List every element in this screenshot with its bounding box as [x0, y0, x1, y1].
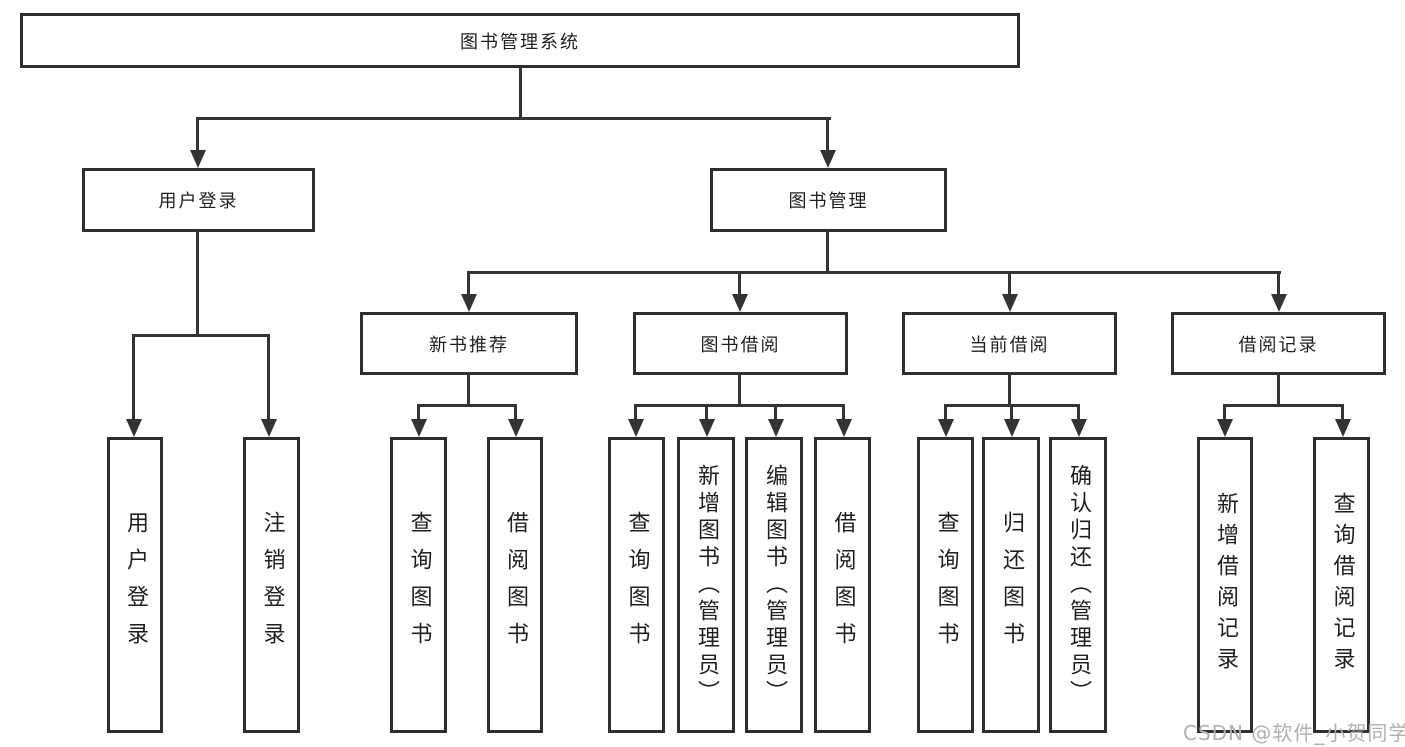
- connector-line: [774, 404, 777, 421]
- connector-line: [132, 334, 270, 337]
- arrow-down-icon: [1271, 294, 1287, 312]
- leaf-label: 查询图书: [406, 511, 432, 659]
- node-new-book-recommend: 新书推荐: [360, 312, 578, 375]
- connector-line: [1277, 271, 1280, 296]
- connector-line: [519, 66, 522, 120]
- connector-line: [944, 404, 947, 421]
- leaf-confirm-return-admin: 确认归还（管理员）: [1049, 437, 1107, 733]
- connector-line: [132, 334, 135, 421]
- connector-line: [467, 271, 1281, 274]
- leaf-label: 确认归还（管理员）: [1066, 463, 1091, 707]
- arrow-down-icon: [461, 294, 477, 312]
- connector-line: [1223, 404, 1226, 421]
- connector-line: [417, 404, 517, 407]
- node-book-management: 图书管理: [710, 168, 947, 232]
- connector-line: [196, 117, 831, 120]
- arrow-down-icon: [820, 150, 836, 168]
- connector-line: [738, 372, 741, 407]
- arrow-down-icon: [1335, 419, 1351, 437]
- node-root-system: 图书管理系统: [20, 13, 1020, 68]
- arrow-down-icon: [411, 419, 427, 437]
- leaf-return-book: 归还图书: [982, 437, 1040, 733]
- csdn-watermark: CSDN @软件_小贺同学: [1183, 721, 1405, 745]
- connector-line: [467, 271, 470, 296]
- arrow-down-icon: [1217, 419, 1233, 437]
- connector-line: [738, 271, 741, 296]
- connector-line: [514, 404, 517, 421]
- arrow-down-icon: [938, 419, 954, 437]
- leaf-label: 归还图书: [999, 511, 1024, 659]
- leaf-label: 查询借阅记录: [1329, 492, 1355, 678]
- arrow-down-icon: [1002, 294, 1018, 312]
- leaf-label: 注销登录: [259, 511, 285, 659]
- leaf-label: 借阅图书: [830, 511, 856, 659]
- connector-line: [467, 372, 470, 407]
- arrow-down-icon: [836, 419, 852, 437]
- connector-line: [1277, 372, 1280, 407]
- connector-line: [267, 334, 270, 421]
- leaf-label: 借阅图书: [503, 511, 528, 659]
- node-current-borrow: 当前借阅: [902, 312, 1117, 375]
- leaf-logout: 注销登录: [243, 437, 300, 733]
- arrow-down-icon: [1004, 419, 1020, 437]
- connector-line: [705, 404, 708, 421]
- leaf-label: 用户登录: [123, 511, 148, 659]
- connector-line: [196, 229, 199, 337]
- connector-line: [417, 404, 420, 421]
- leaf-query-book: 查询图书: [917, 437, 974, 733]
- leaf-borrow-book: 借阅图书: [814, 437, 871, 733]
- arrow-down-icon: [261, 419, 277, 437]
- node-borrow-records: 借阅记录: [1171, 312, 1386, 375]
- arrow-down-icon: [699, 419, 715, 437]
- connector-line: [1008, 372, 1011, 407]
- arrow-down-icon: [508, 419, 524, 437]
- connector-line: [1341, 404, 1344, 421]
- leaf-label: 新增图书（管理员）: [694, 463, 719, 707]
- connector-line: [826, 229, 829, 274]
- leaf-edit-book-admin: 编辑图书（管理员）: [745, 437, 803, 733]
- connector-line: [634, 404, 845, 407]
- leaf-label: 新增借阅记录: [1213, 492, 1238, 678]
- connector-line: [1010, 404, 1013, 421]
- arrow-down-icon: [126, 419, 142, 437]
- node-user-login: 用户登录: [82, 168, 315, 232]
- leaf-query-book: 查询图书: [390, 437, 447, 733]
- connector-line: [842, 404, 845, 421]
- connector-line: [634, 404, 637, 421]
- arrow-down-icon: [768, 419, 784, 437]
- connector-line: [196, 117, 199, 152]
- leaf-borrow-book: 借阅图书: [487, 437, 543, 733]
- node-book-borrow: 图书借阅: [633, 312, 848, 375]
- connector-line: [1223, 404, 1344, 407]
- connector-line: [1008, 271, 1011, 296]
- arrow-down-icon: [732, 294, 748, 312]
- connector-line: [826, 117, 829, 152]
- arrow-down-icon: [190, 150, 206, 168]
- leaf-label: 查询图书: [624, 511, 650, 659]
- leaf-add-book-admin: 新增图书（管理员）: [677, 437, 735, 733]
- arrow-down-icon: [1071, 419, 1087, 437]
- leaf-add-borrow-record: 新增借阅记录: [1197, 437, 1253, 733]
- leaf-label: 编辑图书（管理员）: [762, 463, 787, 707]
- leaf-user-login: 用户登录: [107, 437, 163, 733]
- leaf-query-borrow-record: 查询借阅记录: [1313, 437, 1370, 733]
- leaf-label: 查询图书: [933, 511, 959, 659]
- arrow-down-icon: [628, 419, 644, 437]
- leaf-query-book: 查询图书: [608, 437, 665, 733]
- connector-line: [1077, 404, 1080, 421]
